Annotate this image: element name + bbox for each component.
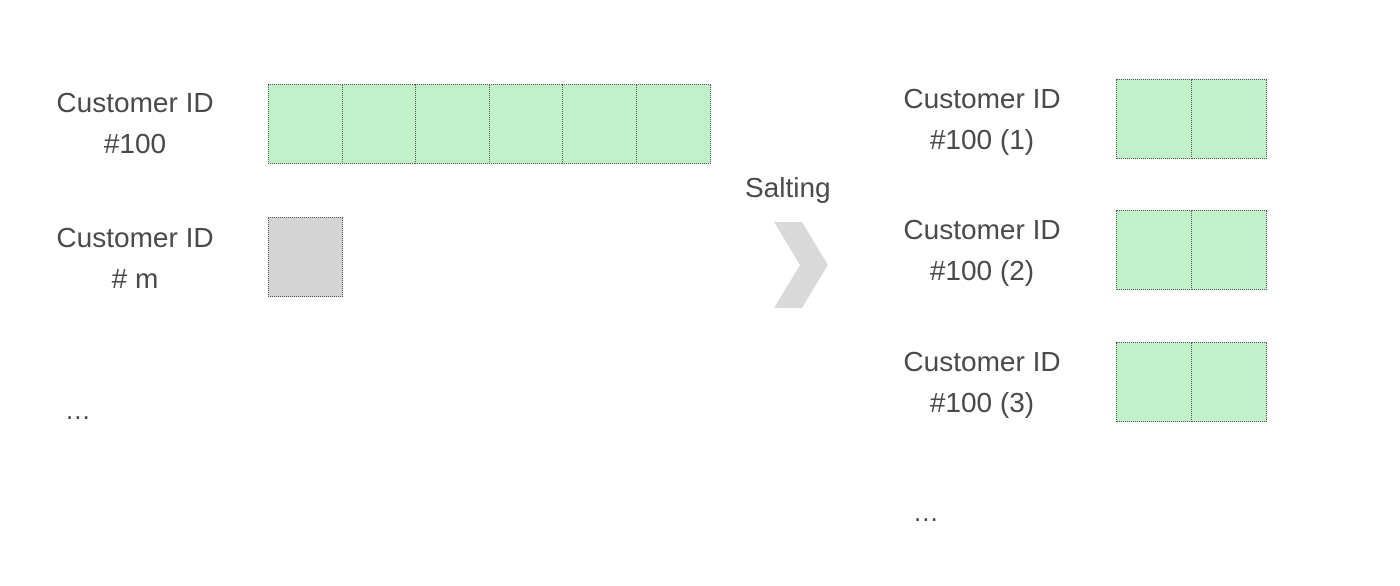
partition-cell xyxy=(488,84,564,164)
right-row-1-line1: Customer ID xyxy=(903,83,1061,114)
partition-cell xyxy=(268,84,343,164)
right-row-1-partition-cells xyxy=(1116,79,1267,159)
salting-label: Salting xyxy=(745,172,831,203)
right-row-1-label: Customer ID #100 (1) xyxy=(886,78,1078,160)
left-ellipsis: ... xyxy=(66,395,91,425)
left-row-1-label: Customer ID #100 xyxy=(40,82,230,164)
left-row-1-line1: Customer ID xyxy=(56,87,214,118)
right-row-2-label: Customer ID #100 (2) xyxy=(886,209,1078,291)
partition-cell xyxy=(1116,210,1192,290)
right-row-2-partition-cells xyxy=(1116,210,1267,290)
right-row-3-label: Customer ID #100 (3) xyxy=(886,341,1078,423)
partition-cell xyxy=(415,84,490,164)
left-row-2-line1: Customer ID xyxy=(56,222,214,253)
left-row-2-line2: # m xyxy=(111,263,159,294)
left-row-2-label: Customer ID # m xyxy=(40,217,230,299)
right-row-3-partition-cells xyxy=(1116,342,1267,422)
partition-cell xyxy=(1116,342,1192,422)
left-row-2-partition-cells xyxy=(268,217,343,297)
right-row-3-line1: Customer ID xyxy=(903,346,1061,377)
partition-cell xyxy=(1190,342,1267,422)
right-ellipsis: ... xyxy=(914,497,939,527)
left-row-1-partition-cells xyxy=(268,84,711,164)
partition-cell xyxy=(1116,79,1192,159)
partition-cell xyxy=(562,84,637,164)
partition-cell xyxy=(268,217,343,297)
right-row-1-line2: #100 (1) xyxy=(929,124,1035,155)
partition-cell xyxy=(341,84,417,164)
left-row-1-line2: #100 xyxy=(103,128,167,159)
partition-cell xyxy=(635,84,711,164)
chevron-right-icon xyxy=(774,222,828,308)
partition-cell xyxy=(1190,210,1267,290)
right-row-3-line2: #100 (3) xyxy=(929,387,1035,418)
partition-cell xyxy=(1190,79,1267,159)
right-row-2-line1: Customer ID xyxy=(903,214,1061,245)
right-row-2-line2: #100 (2) xyxy=(929,255,1035,286)
